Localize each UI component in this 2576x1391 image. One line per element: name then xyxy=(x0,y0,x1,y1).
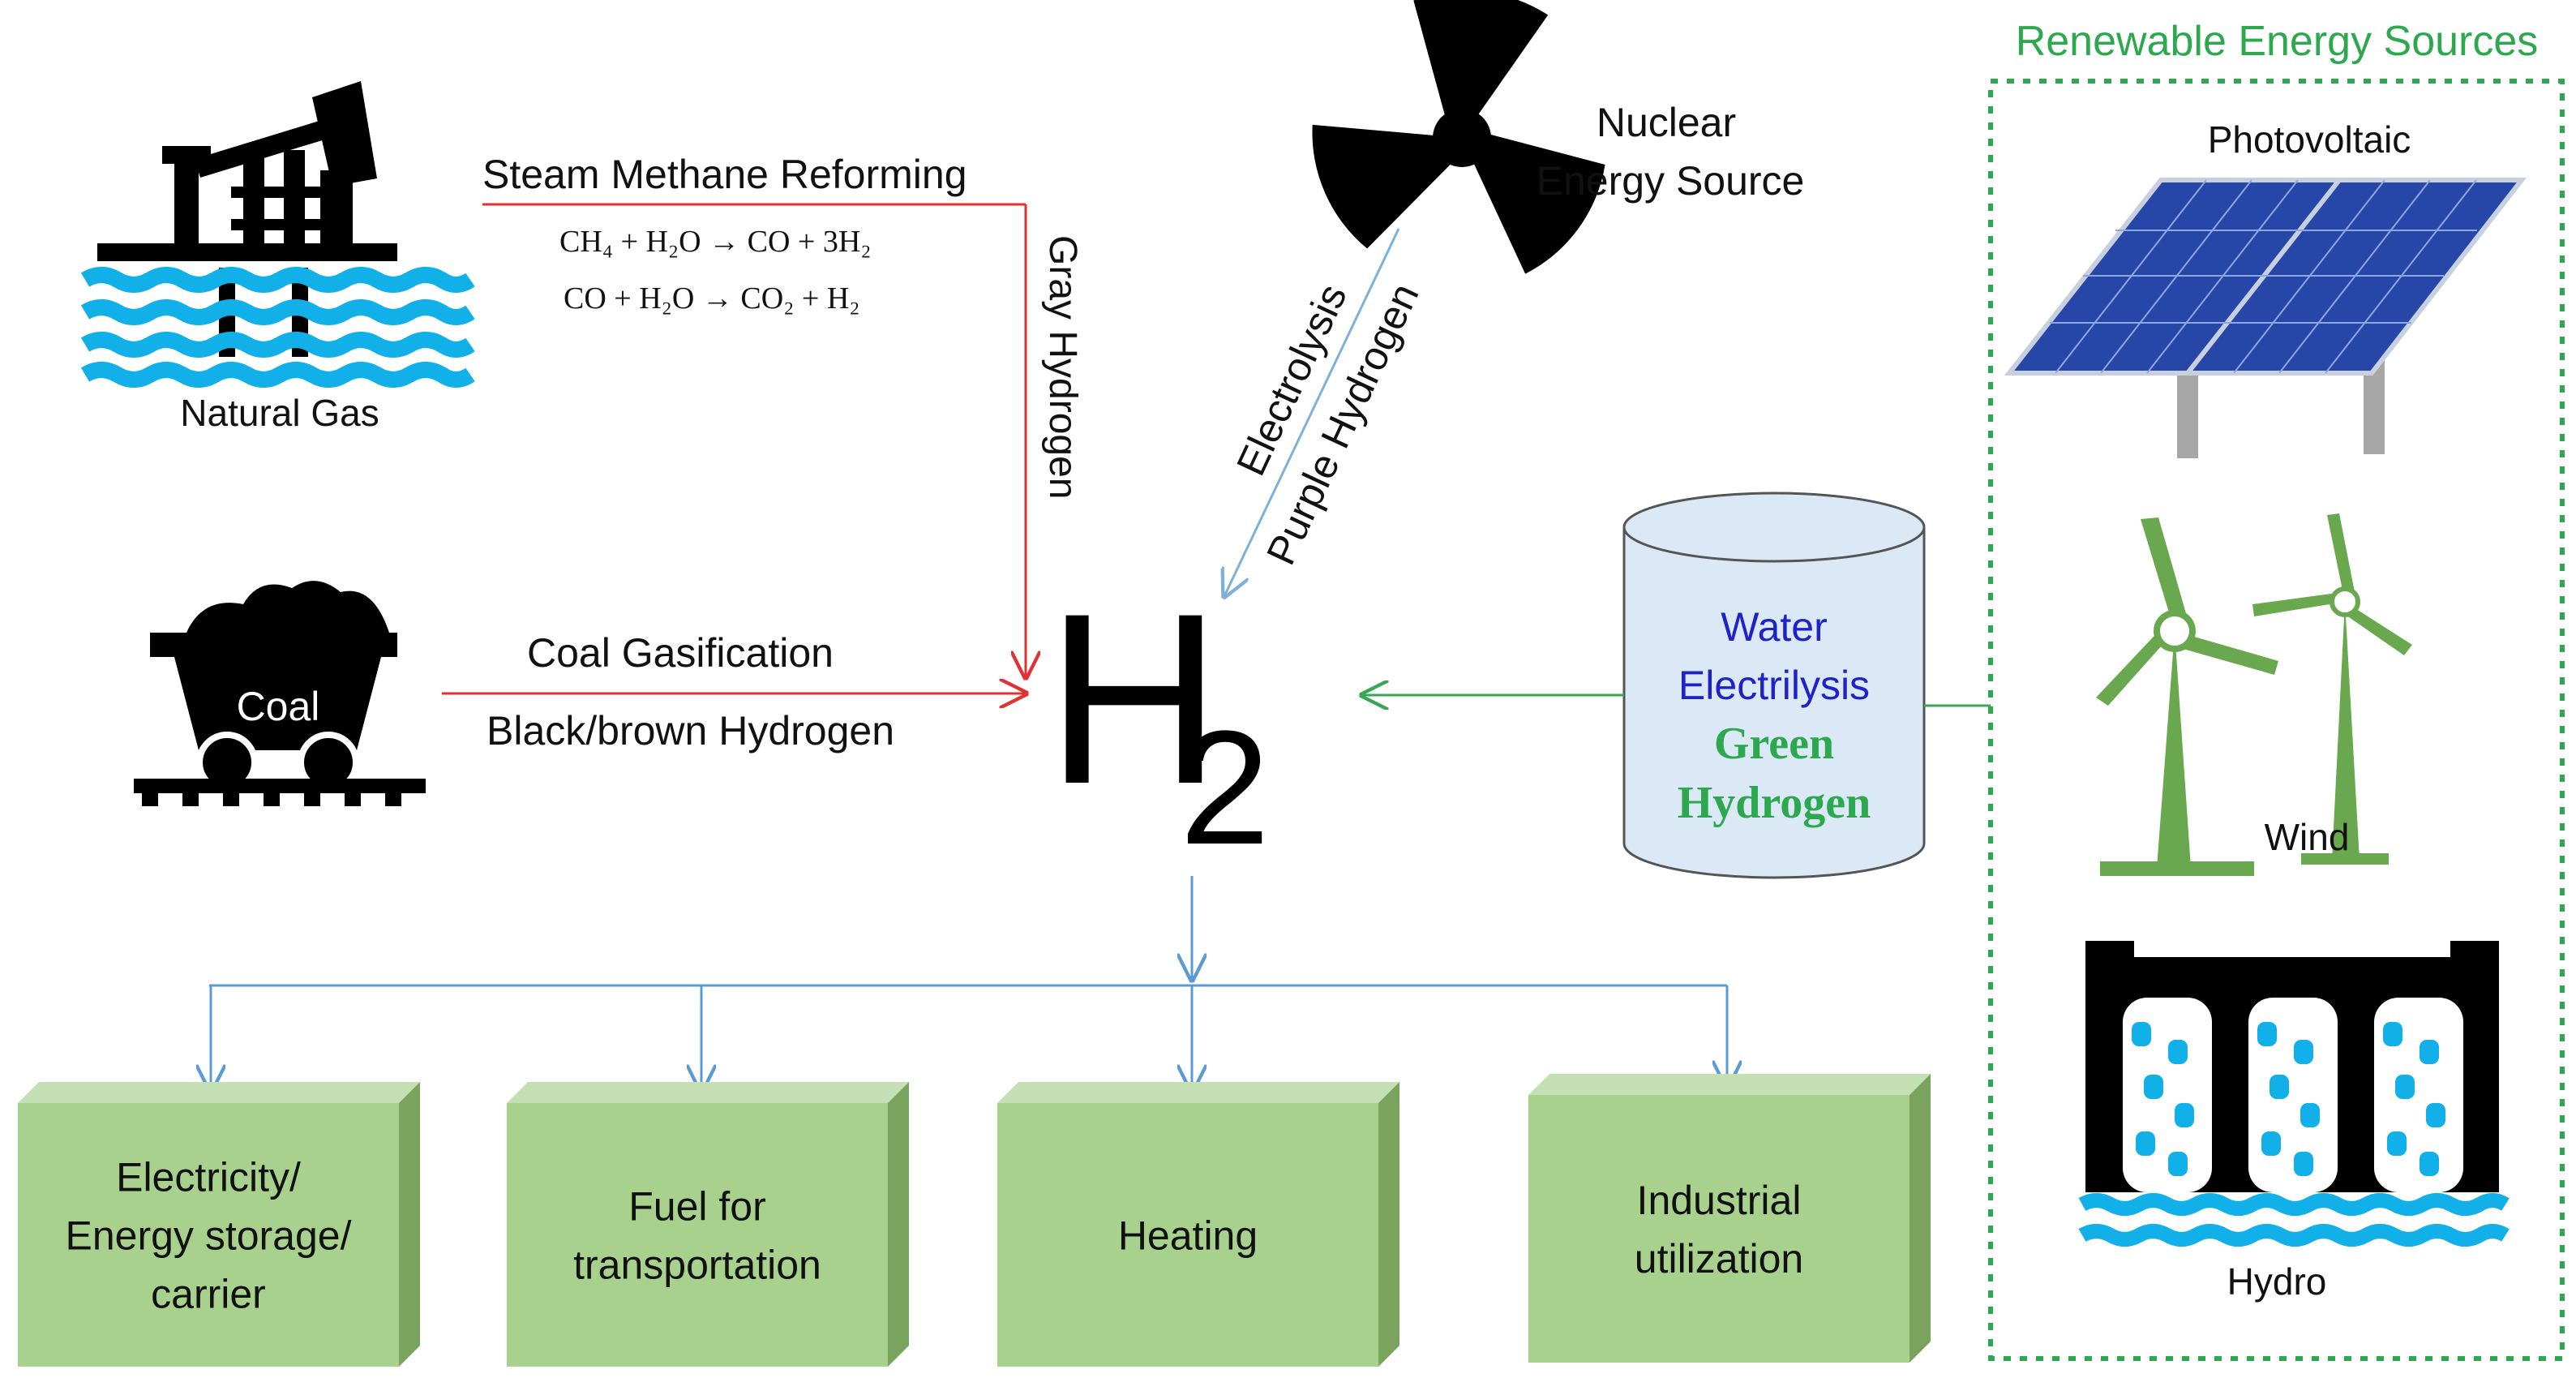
water-drop xyxy=(2270,1075,2289,1099)
purple-hydrogen-arrow xyxy=(1224,228,1400,596)
wave-line xyxy=(80,332,475,358)
hydro-water-icon xyxy=(2078,1193,2510,1247)
use-box-3: Industrial utilization xyxy=(1528,1074,1931,1363)
water-drop xyxy=(2294,1040,2313,1064)
water-drop xyxy=(2383,1022,2402,1046)
hydrogen-symbol: H xyxy=(1046,562,1222,835)
water-drop xyxy=(2175,1103,2194,1127)
coal-cart-label: Coal xyxy=(237,684,320,729)
water-drop xyxy=(2420,1152,2439,1176)
hydro-label: Hydro xyxy=(2227,1260,2327,1303)
use-box-label: Industrial xyxy=(1637,1178,1802,1223)
wind-label: Wind xyxy=(2265,816,2350,858)
nuclear-label-line2: Energy Source xyxy=(1537,158,1805,204)
water-drop xyxy=(2300,1103,2320,1127)
wave-line xyxy=(80,299,475,325)
water-drop xyxy=(2136,1131,2155,1156)
green-label: Green xyxy=(1714,719,1834,769)
water-drop xyxy=(2144,1075,2163,1099)
water-drop xyxy=(2132,1022,2151,1046)
use-box-0: Electricity/Energy storage/carrier xyxy=(18,1082,420,1367)
nuclear-label-line1: Nuclear xyxy=(1597,100,1736,145)
use-box-label: Energy storage/ xyxy=(66,1213,352,1259)
water-drop xyxy=(2395,1075,2415,1099)
natural-gas-label: Natural Gas xyxy=(180,392,379,434)
water-drop xyxy=(2387,1131,2407,1156)
solar-panel-icon xyxy=(2004,178,2527,458)
use-box-label: carrier xyxy=(151,1272,266,1317)
water-drop xyxy=(2426,1103,2445,1127)
steam-methane-reforming-label: Steam Methane Reforming xyxy=(482,152,967,197)
uses-connectors xyxy=(209,876,1727,1091)
reaction-2: CO + H₂O → CO₂ + H₂ xyxy=(564,281,860,316)
water-drop xyxy=(2168,1152,2188,1176)
use-box-1: Fuel for transportation xyxy=(507,1082,909,1367)
renewables-title: Renewable Energy Sources xyxy=(2016,18,2539,65)
wind-turbine-icon xyxy=(2096,513,2412,876)
wave-line xyxy=(80,267,475,293)
water-drop xyxy=(2294,1152,2313,1176)
coal-gasification-label: Coal Gasification xyxy=(527,630,834,676)
black-brown-hydrogen-label: Black/brown Hydrogen xyxy=(486,708,894,753)
use-box-label: transportation xyxy=(573,1243,821,1288)
water-drop xyxy=(2261,1131,2281,1156)
use-box-label: utilization xyxy=(1635,1236,1803,1282)
radiation-icon xyxy=(1312,0,1605,274)
wave-line xyxy=(2078,1193,2510,1216)
coal-cart-icon xyxy=(134,581,426,806)
electrolysis-water-label: Electrilysis xyxy=(1678,663,1870,708)
hydrogen-subscript: 2 xyxy=(1180,698,1270,878)
uses-section: Electricity/Energy storage/carrier Fuel f… xyxy=(18,1074,1931,1367)
hydro-dam-icon xyxy=(2085,941,2499,1192)
water-label: Water xyxy=(1721,604,1828,650)
use-box-label: Fuel for xyxy=(628,1184,766,1230)
use-box-2: Heating xyxy=(997,1082,1399,1367)
water-drop xyxy=(2168,1040,2188,1064)
use-box-label: Electricity/ xyxy=(116,1155,301,1200)
water-waves-icon xyxy=(80,267,475,388)
wave-line xyxy=(80,362,475,388)
water-drop xyxy=(2420,1040,2439,1064)
green-hydrogen-label: Hydrogen xyxy=(1678,778,1871,828)
water-drop xyxy=(2257,1022,2277,1046)
gray-hydrogen-label: Gray Hydrogen xyxy=(1041,235,1084,499)
use-box-label: Heating xyxy=(1118,1213,1258,1259)
wave-line xyxy=(2078,1224,2510,1247)
water-tank-icon xyxy=(1622,492,1926,879)
photovoltaic-label: Photovoltaic xyxy=(2208,118,2411,161)
reaction-1: CH₄ + H₂O → CO + 3H₂ xyxy=(559,225,872,259)
